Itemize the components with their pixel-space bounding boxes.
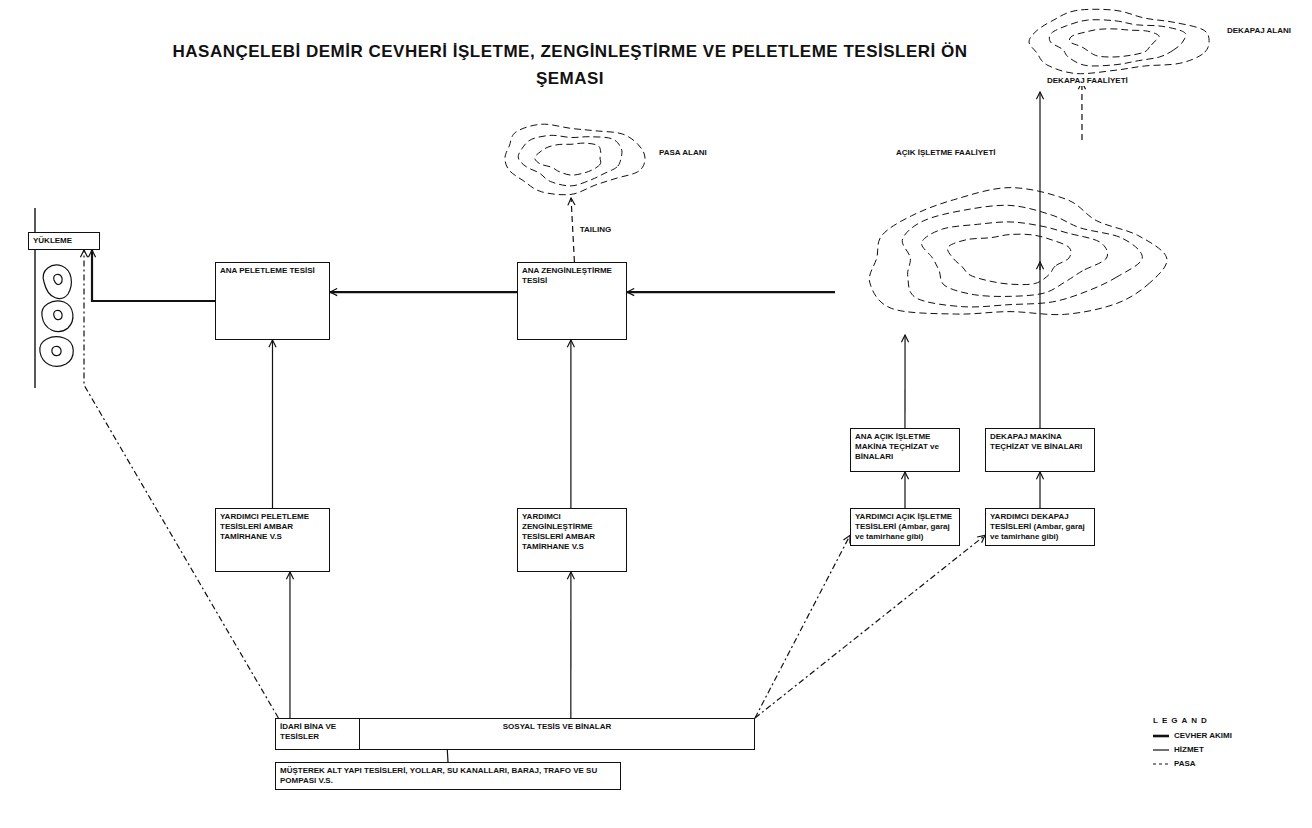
legend-text: CEVHER AKIMI xyxy=(1174,731,1232,741)
flow-connector xyxy=(571,198,574,262)
node-text: PASA ALANI xyxy=(658,148,708,158)
contour-line xyxy=(922,222,1108,297)
process-box: ANA ZENGİNLEŞTİRME TESİSİ xyxy=(517,262,627,340)
legend-swatch xyxy=(1152,759,1170,769)
legend-row: CEVHER AKIMI xyxy=(1152,731,1232,741)
diagram-title: HASANÇELEBİ DEMİR CEVHERİ İŞLETME, ZENGİ… xyxy=(150,38,990,92)
node-text: SOSYAL TESİS VE BİNALAR xyxy=(364,722,750,732)
node-text: İDARİ BİNA VE TESİSLER xyxy=(280,722,355,742)
area-region: AÇIK İŞLETME FAALİYETİ xyxy=(835,140,1180,335)
flow-connector xyxy=(904,472,905,508)
node-text: YARDIMCI ZENGİNLEŞTİRME TESİSLERİ AMBAR … xyxy=(522,512,622,552)
flow-connector xyxy=(1081,82,1082,140)
contour-line xyxy=(535,143,601,175)
contour-outline xyxy=(486,118,711,198)
legend-row: PASA xyxy=(1152,759,1196,769)
flow-connector xyxy=(755,535,985,718)
infrastructure-box: MÜŞTEREK ALT YAPI TESİSLERİ, YOLLAR, SU … xyxy=(275,762,621,790)
social-box: SOSYAL TESİS VE BİNALAR xyxy=(359,718,755,750)
contour-line xyxy=(1069,29,1159,57)
legend-swatch xyxy=(1152,745,1170,755)
stock-piles xyxy=(40,265,73,366)
legend-title: LEGAND xyxy=(1152,716,1212,726)
legend-line xyxy=(1153,735,1169,738)
legend-swatch xyxy=(1152,731,1170,741)
area-region: PASA ALANI xyxy=(486,118,711,198)
legend-line xyxy=(1153,749,1169,750)
flow-connector xyxy=(272,340,273,508)
node-text: ANA AÇIK İŞLETME MAKİNA TEÇHİZAT ve BİNA… xyxy=(855,432,955,462)
node-text: YARDIMCI PELETLEME TESİSLERİ AMBAR TAMİR… xyxy=(220,512,325,542)
flow-connector xyxy=(904,335,905,428)
flow-connector xyxy=(330,291,517,293)
flow-connector xyxy=(447,750,449,762)
process-box: ANA PELETLEME TESİSİ xyxy=(215,262,330,340)
legend-text: PASA xyxy=(1174,759,1196,769)
node-text: ANA ZENGİNLEŞTİRME TESİSİ xyxy=(522,266,622,286)
legend-text: HİZMET xyxy=(1174,745,1204,755)
contour-outline xyxy=(1000,2,1300,82)
contour-line xyxy=(869,188,1167,315)
node-text: YARDIMCI DEKAPAJ TESİSLERİ (Ambar, garaj… xyxy=(990,512,1090,542)
legend-line xyxy=(1153,763,1169,764)
flow-connector xyxy=(570,572,571,718)
flow-connector xyxy=(289,572,290,718)
node-text: AÇIK İŞLETME FAALİYETİ xyxy=(895,148,997,158)
leader-arrow xyxy=(1039,262,1040,270)
contour-line xyxy=(1029,9,1209,73)
contour-line xyxy=(518,135,622,186)
contour-line xyxy=(505,124,645,195)
node-text: YÜKLEME xyxy=(33,236,95,246)
support-box: YARDIMCI PELETLEME TESİSLERİ AMBAR TAMİR… xyxy=(215,508,330,572)
flow-connector xyxy=(1039,472,1040,508)
support-box: YARDIMCI DEKAPAJ TESİSLERİ (Ambar, garaj… xyxy=(985,508,1095,546)
leader-line xyxy=(1039,92,1040,428)
support-box: YARDIMCI AÇIK İŞLETME TESİSLERİ (Ambar, … xyxy=(850,508,960,546)
flow-connector xyxy=(92,250,215,301)
flow-connector xyxy=(570,340,571,508)
node-text: DEKAPAJ ALANI xyxy=(1226,26,1292,36)
legend-row: HİZMET xyxy=(1152,745,1204,755)
admin-box: İDARİ BİNA VE TESİSLER xyxy=(275,718,360,750)
contour-line xyxy=(947,234,1070,284)
process-box: ANA AÇIK İŞLETME MAKİNA TEÇHİZAT ve BİNA… xyxy=(850,428,960,472)
node-text: DEKAPAJ MAKİNA TEÇHİZAT VE BİNALARI xyxy=(990,432,1090,452)
support-box: YARDIMCI ZENGİNLEŞTİRME TESİSLERİ AMBAR … xyxy=(517,508,627,572)
contour-line xyxy=(902,205,1142,307)
process-box: DEKAPAJ MAKİNA TEÇHİZAT VE BİNALARI xyxy=(985,428,1095,472)
contour-line xyxy=(1049,20,1186,66)
flow-connector xyxy=(627,291,835,293)
node-text: MÜŞTEREK ALT YAPI TESİSLERİ, YOLLAR, SU … xyxy=(280,766,616,786)
activity-label: DEKAPAJ FAALİYETİ xyxy=(1046,76,1129,86)
node-text: ANA PELETLEME TESİSİ xyxy=(220,266,325,276)
contour-outline xyxy=(835,140,1180,335)
area-region: DEKAPAJ ALANI xyxy=(1000,2,1300,82)
flow-connector xyxy=(755,535,850,718)
node-text: YARDIMCI AÇIK İŞLETME TESİSLERİ (Ambar, … xyxy=(855,512,955,542)
loading-box: YÜKLEME xyxy=(28,232,100,250)
edge-label: TAILING xyxy=(579,225,612,235)
